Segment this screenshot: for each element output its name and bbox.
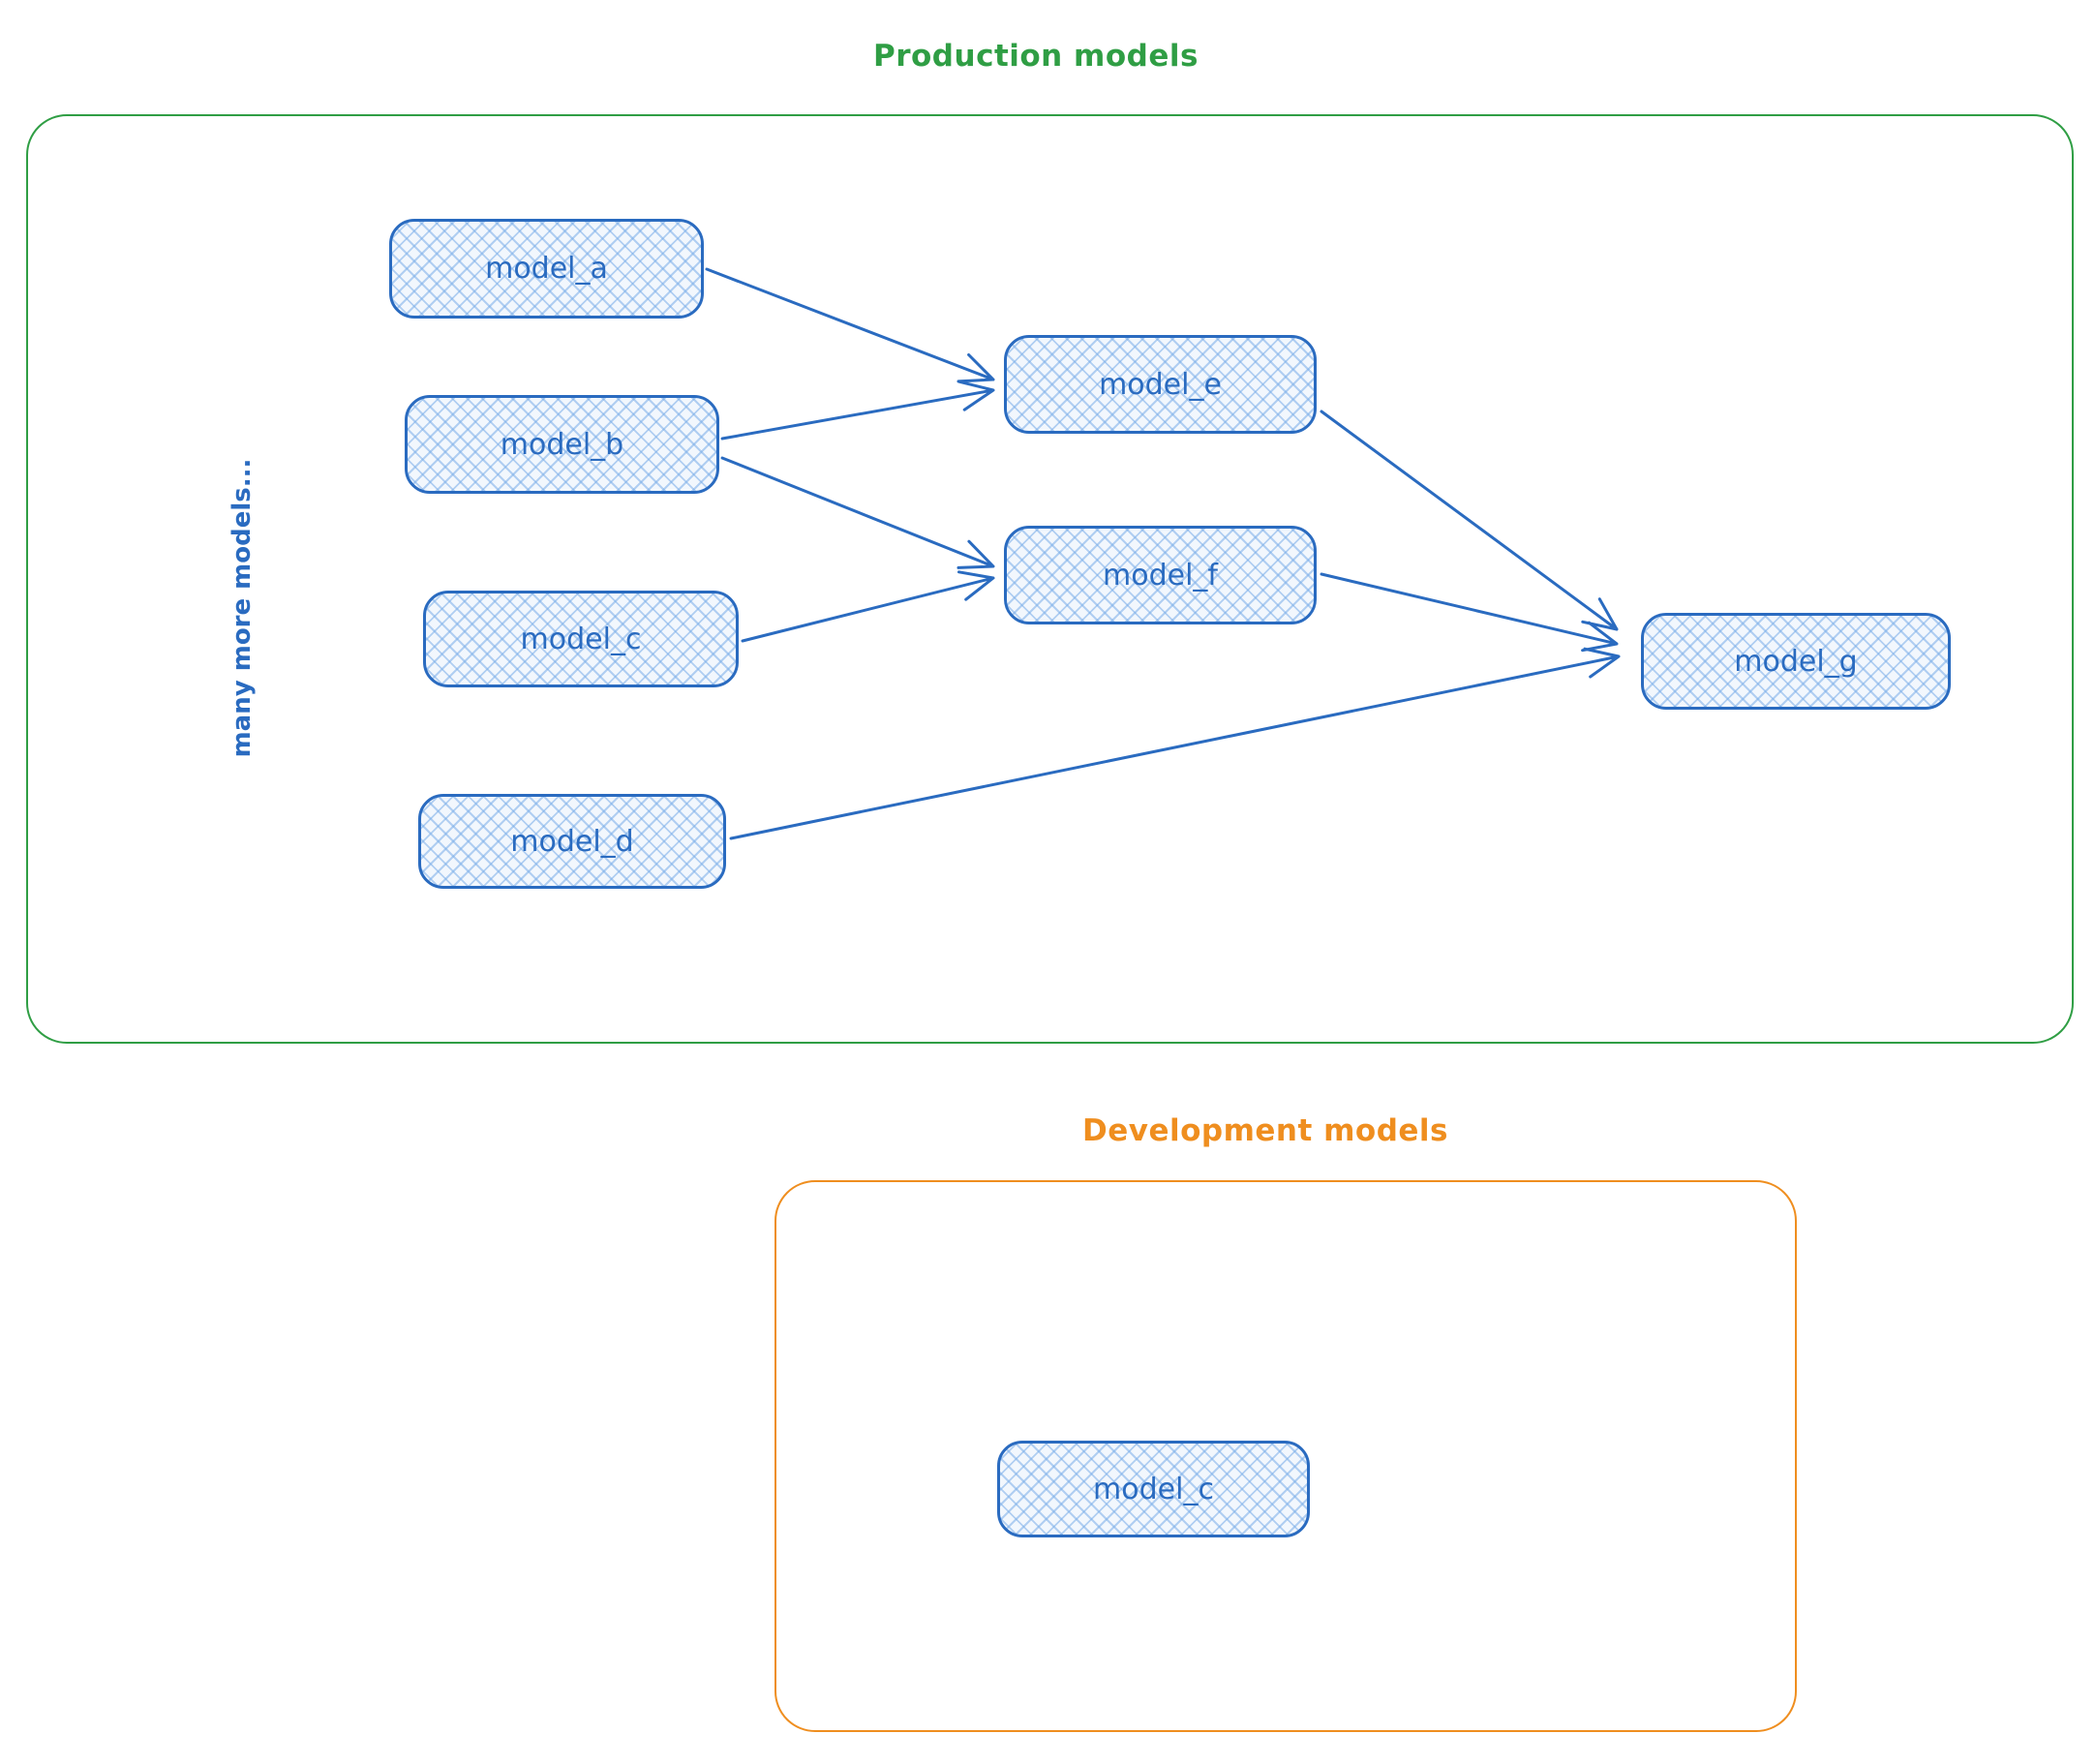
node-model_d[interactable]: model_d: [418, 794, 726, 889]
node-model_e[interactable]: model_e: [1004, 335, 1317, 434]
production-container[interactable]: [26, 114, 2074, 1044]
node-label: model_a: [485, 252, 608, 286]
node-model_c[interactable]: model_c: [423, 591, 739, 687]
node-model_a[interactable]: model_a: [389, 219, 704, 319]
production-title: Production models: [873, 39, 1199, 74]
development-container[interactable]: [774, 1180, 1797, 1732]
node-label: model_c: [520, 622, 642, 656]
development-title: Development models: [1082, 1113, 1449, 1148]
node-model_c_dev[interactable]: model_c: [997, 1441, 1310, 1537]
node-label: model_d: [510, 824, 634, 859]
node-label: model_b: [500, 427, 624, 462]
node-model_g[interactable]: model_g: [1641, 613, 1951, 710]
node-label: model_c: [1093, 1472, 1214, 1506]
node-model_b[interactable]: model_b: [405, 395, 719, 494]
node-label: model_f: [1103, 558, 1218, 593]
node-model_f[interactable]: model_f: [1004, 526, 1317, 624]
many-more-models-note: many more models...: [228, 458, 257, 758]
node-label: model_g: [1734, 644, 1858, 679]
node-label: model_e: [1099, 367, 1222, 402]
